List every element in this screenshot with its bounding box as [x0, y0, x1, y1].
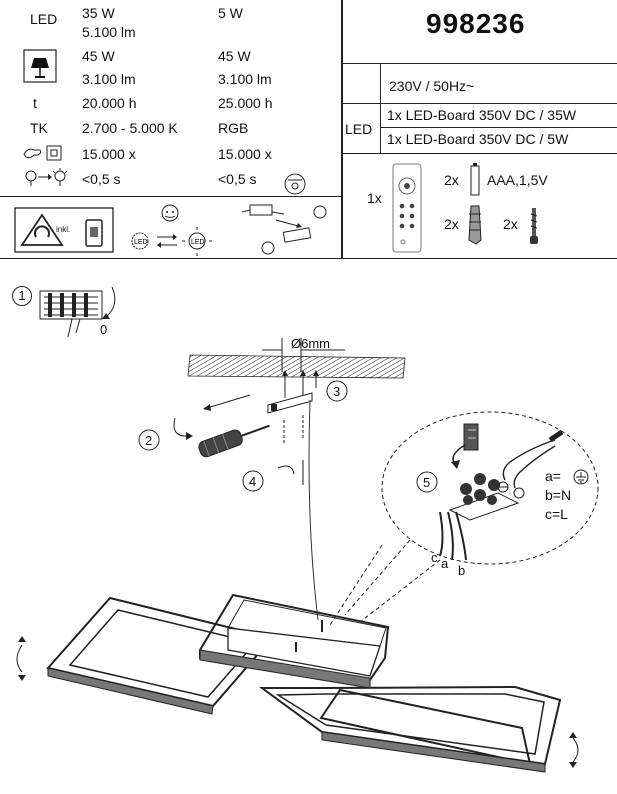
- divider: [341, 0, 342, 258]
- startup-time-icon: [25, 168, 68, 186]
- startup-1: <0,5 s: [82, 171, 121, 187]
- wire-a-label: a: [441, 556, 449, 571]
- inkl-label: inkl.: [56, 225, 71, 234]
- battery-type: AAA,1,5V: [487, 172, 548, 188]
- divider: [342, 0, 343, 258]
- step-1-zero: 0: [100, 322, 108, 337]
- remote-qty: 1x: [367, 190, 382, 206]
- article-number: 998236: [426, 8, 526, 39]
- remote-control-icon: [392, 163, 422, 253]
- life-1: 20.000 h: [82, 95, 137, 111]
- lamp-icon: [23, 49, 57, 83]
- led-label: LED: [30, 11, 58, 27]
- divider: [342, 103, 617, 104]
- lamp-watt-2: 45 W: [218, 48, 251, 64]
- tk-1: 2.700 - 5.000 K: [82, 120, 178, 136]
- wire-c-label: c: [431, 550, 438, 565]
- svg-text:LED: LED: [134, 239, 148, 246]
- screw-qty: 2x: [503, 216, 518, 232]
- dowel-qty: 2x: [444, 216, 459, 232]
- driver-replace-icon: [241, 173, 327, 255]
- lamp-watt-1: 45 W: [82, 48, 115, 64]
- cycles-1: 15.000 x: [82, 146, 136, 162]
- led-lumen-1: 5.100 lm: [82, 24, 136, 40]
- divider: [342, 63, 617, 64]
- tk-2: RGB: [218, 120, 249, 136]
- voltage: 230V / 50Hz~: [389, 78, 475, 94]
- wire-b-legend: b=N: [545, 487, 572, 503]
- step-1-marker: 1: [12, 286, 32, 306]
- wall-plug-icon: [468, 205, 482, 245]
- svg-text:LED: LED: [191, 239, 205, 246]
- startup-2: <0,5 s: [218, 171, 257, 187]
- led-board-1: 1x LED-Board 350V DC / 35W: [387, 107, 577, 123]
- battery-icon: [470, 163, 480, 196]
- led-type-label: LED: [345, 121, 373, 137]
- step-4-marker: 4: [249, 474, 257, 489]
- dimmer-remote-box: [14, 207, 114, 253]
- led-watt-2: 5 W: [218, 5, 243, 21]
- tk-label: TK: [30, 120, 48, 136]
- divider: [342, 153, 617, 154]
- step-5-marker: 5: [423, 475, 431, 490]
- cable-bundle-icon: [39, 286, 116, 338]
- divider: [380, 63, 381, 153]
- divider: [380, 127, 617, 128]
- hole-diameter: Ø6mm: [291, 336, 330, 351]
- led-board-2: 1x LED-Board 350V DC / 5W: [387, 131, 569, 147]
- led-color-switch-icon: LED LED: [131, 204, 212, 256]
- switch-cycles-icon: [23, 145, 62, 161]
- led-watt-1: 35 W: [82, 5, 115, 21]
- lamp-lumen-1: 3.100 lm: [82, 71, 136, 87]
- battery-qty: 2x: [444, 172, 459, 188]
- step-2-marker: 2: [145, 433, 153, 448]
- cycles-2: 15.000 x: [218, 146, 272, 162]
- screw-icon: [530, 208, 538, 244]
- life-2: 25.000 h: [218, 95, 273, 111]
- life-label: t: [33, 95, 37, 111]
- divider: [0, 196, 342, 197]
- lamp-lumen-2: 3.100 lm: [218, 71, 272, 87]
- wire-a-legend: a=: [545, 468, 561, 484]
- wire-c-legend: c=L: [545, 506, 568, 522]
- step-3-marker: 3: [333, 384, 341, 399]
- wire-b-label: b: [458, 563, 466, 578]
- divider: [0, 258, 617, 259]
